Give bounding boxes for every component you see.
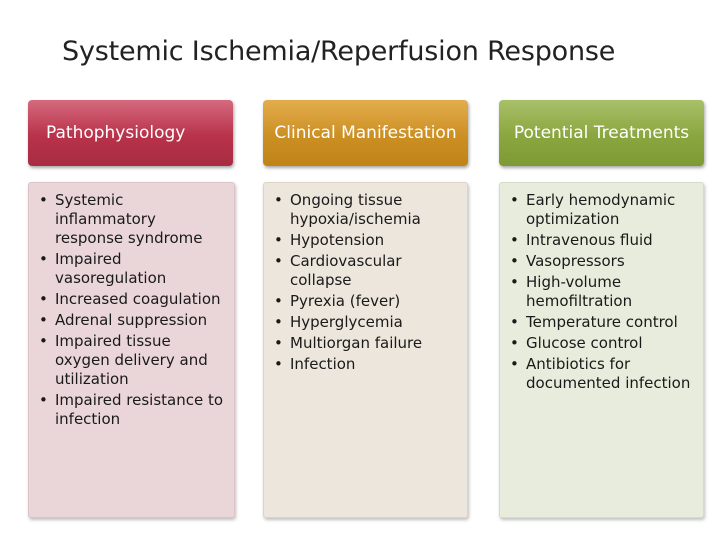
clinical-manifestation-list-box: • Ongoing tissue hypoxia/ischemia • Hypote… bbox=[263, 182, 468, 518]
list-item: • Antibiotics for documented infection bbox=[506, 355, 697, 393]
list-item-text: Adrenal suppression bbox=[55, 311, 208, 329]
list-item-text: Hyperglycemia bbox=[290, 313, 403, 331]
pathophysiology-list: • Systemic inflammatory response syndrome… bbox=[35, 191, 228, 429]
list-item-text: Infection bbox=[290, 355, 356, 373]
bullet-icon: • bbox=[274, 292, 283, 310]
list-item: • Impaired tissue oxygen delivery and uti… bbox=[35, 332, 228, 389]
list-item-text: Cardiovascular collapse bbox=[290, 252, 402, 289]
bullet-icon: • bbox=[39, 191, 48, 209]
list-item-text: Impaired vasoregulation bbox=[55, 250, 167, 287]
potential-treatments-list-box: • Early hemodynamic optimization • Intrave… bbox=[499, 182, 704, 518]
list-item: • Multiorgan failure bbox=[270, 334, 461, 353]
pathophysiology-header: Pathophysiology bbox=[28, 100, 233, 166]
list-item: • Vasopressors bbox=[506, 252, 697, 271]
list-item: • Impaired resistance to infection bbox=[35, 391, 228, 429]
list-item-text: Increased coagulation bbox=[55, 290, 221, 308]
bullet-icon: • bbox=[39, 290, 48, 308]
list-item-text: Intravenous fluid bbox=[526, 231, 653, 249]
bullet-icon: • bbox=[39, 391, 48, 409]
list-item-text: High-volume hemofiltration bbox=[526, 273, 633, 310]
list-item-text: Hypotension bbox=[290, 231, 385, 249]
bullet-icon: • bbox=[510, 273, 519, 291]
list-item: • Early hemodynamic optimization bbox=[506, 191, 697, 229]
list-item: • Infection bbox=[270, 355, 461, 374]
list-item: • Hypotension bbox=[270, 231, 461, 250]
pathophysiology-list-box: • Systemic inflammatory response syndrome… bbox=[28, 182, 235, 518]
bullet-icon: • bbox=[510, 334, 519, 352]
list-item-text: Temperature control bbox=[526, 313, 678, 331]
list-item: • Glucose control bbox=[506, 334, 697, 353]
bullet-icon: • bbox=[274, 355, 283, 373]
list-item: • Temperature control bbox=[506, 313, 697, 332]
list-item: • Hyperglycemia bbox=[270, 313, 461, 332]
list-item-text: Impaired resistance to infection bbox=[55, 391, 224, 428]
bullet-icon: • bbox=[39, 250, 48, 268]
bullet-icon: • bbox=[274, 252, 283, 270]
bullet-icon: • bbox=[274, 334, 283, 352]
list-item: • Systemic inflammatory response syndrome bbox=[35, 191, 228, 248]
list-item-text: Systemic inflammatory response syndrome bbox=[55, 191, 203, 247]
clinical-manifestation-list: • Ongoing tissue hypoxia/ischemia • Hypote… bbox=[270, 191, 461, 374]
potential-treatments-list: • Early hemodynamic optimization • Intrave… bbox=[506, 191, 697, 393]
bullet-icon: • bbox=[510, 191, 519, 209]
bullet-icon: • bbox=[39, 311, 48, 329]
bullet-icon: • bbox=[510, 313, 519, 331]
list-item: • Pyrexia (fever) bbox=[270, 292, 461, 311]
list-item: • Impaired vasoregulation bbox=[35, 250, 228, 288]
list-item-text: Vasopressors bbox=[526, 252, 625, 270]
clinical-manifestation-header: Clinical Manifestation bbox=[263, 100, 468, 166]
potential-treatments-header: Potential Treatments bbox=[499, 100, 704, 166]
bullet-icon: • bbox=[274, 191, 283, 209]
list-item-text: Glucose control bbox=[526, 334, 643, 352]
list-item: • Adrenal suppression bbox=[35, 311, 228, 330]
bullet-icon: • bbox=[39, 332, 48, 350]
list-item-text: Impaired tissue oxygen delivery and util… bbox=[55, 332, 208, 388]
bullet-icon: • bbox=[274, 313, 283, 331]
list-item-text: Multiorgan failure bbox=[290, 334, 423, 352]
bullet-icon: • bbox=[510, 355, 519, 373]
list-item: • Intravenous fluid bbox=[506, 231, 697, 250]
list-item-text: Early hemodynamic optimization bbox=[526, 191, 676, 228]
list-item-text: Ongoing tissue hypoxia/ischemia bbox=[290, 191, 421, 228]
list-item: • Ongoing tissue hypoxia/ischemia bbox=[270, 191, 461, 229]
slide-title: Systemic Ischemia/Reperfusion Response bbox=[62, 36, 616, 67]
list-item: • Increased coagulation bbox=[35, 290, 228, 309]
bullet-icon: • bbox=[510, 252, 519, 270]
bullet-icon: • bbox=[274, 231, 283, 249]
list-item-text: Pyrexia (fever) bbox=[290, 292, 401, 310]
list-item: • High-volume hemofiltration bbox=[506, 273, 697, 311]
list-item: • Cardiovascular collapse bbox=[270, 252, 461, 290]
list-item-text: Antibiotics for documented infection bbox=[526, 355, 691, 392]
bullet-icon: • bbox=[510, 231, 519, 249]
